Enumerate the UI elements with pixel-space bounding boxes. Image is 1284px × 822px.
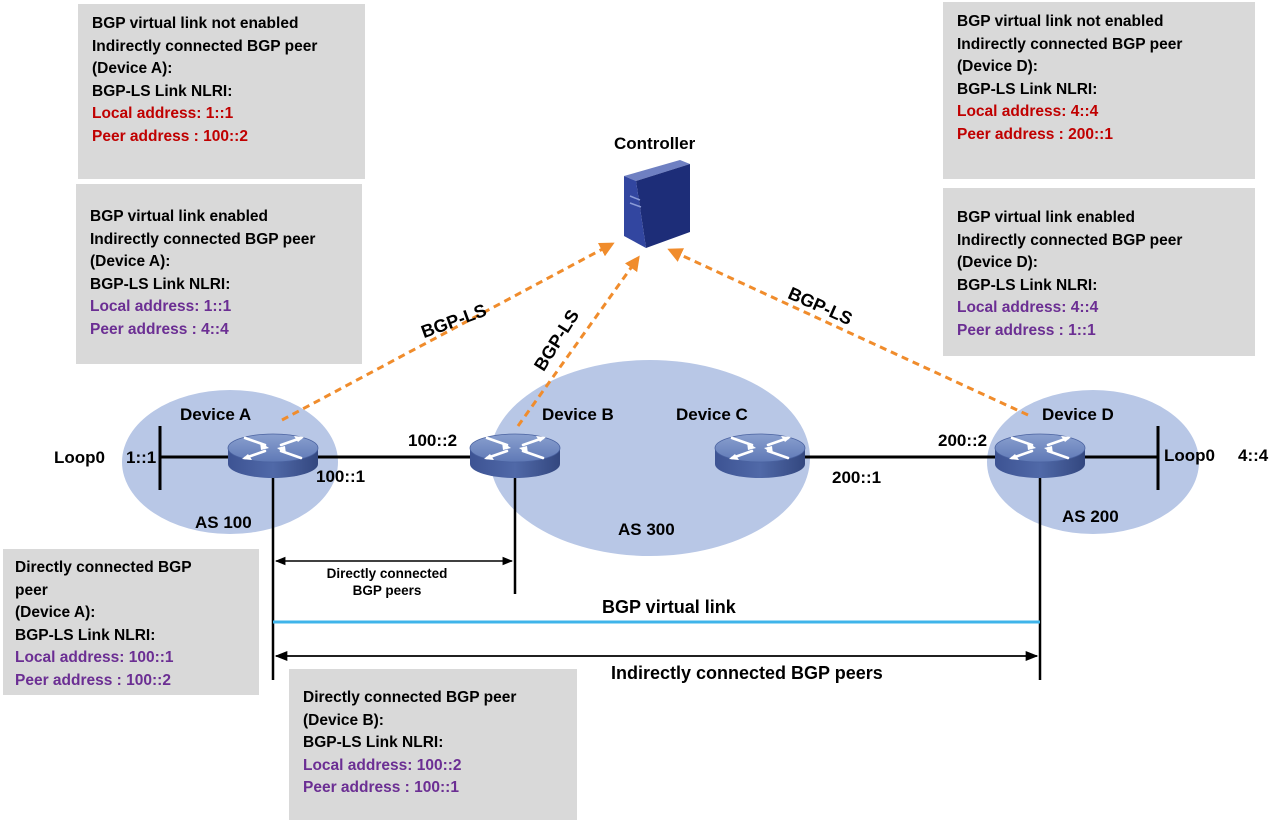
box-line: (Device A): xyxy=(90,253,171,271)
port-address-c: 200::1 xyxy=(832,468,882,487)
box-line: Directly connected BGP xyxy=(15,559,192,576)
device-b-label: Device B xyxy=(542,405,614,424)
loop0-d-address: 4::4 xyxy=(1238,446,1269,465)
info-box-device-b-direct-peer: Directly connected BGP peer (Device B): … xyxy=(289,669,577,820)
box-line: Indirectly connected BGP peer xyxy=(957,231,1183,249)
info-box-device-a-virtual-link-enabled: BGP virtual link enabled Indirectly conn… xyxy=(76,184,362,364)
router-b-icon xyxy=(468,432,562,480)
local-address: Local address: 4::4 xyxy=(957,299,1099,317)
local-address: Local address: 1::1 xyxy=(92,105,234,123)
local-address: Local address: 4::4 xyxy=(957,103,1099,121)
box-line: BGP-LS Link NLRI: xyxy=(90,275,231,293)
box-line: Indirectly connected BGP peer xyxy=(957,35,1183,53)
box-line: (Device A): xyxy=(15,604,96,622)
box-line: (Device A): xyxy=(92,60,173,78)
direct-peers-label-line2: BGP peers xyxy=(352,583,422,598)
as300-area xyxy=(490,360,810,556)
device-c-label: Device C xyxy=(676,405,748,424)
port-address-d: 200::2 xyxy=(938,431,988,450)
box-line: BGP virtual link enabled xyxy=(957,209,1136,226)
peer-address: Peer address : 100::2 xyxy=(15,671,171,689)
box-line: Indirectly connected BGP peer xyxy=(90,230,316,248)
local-address: Local address: 1::1 xyxy=(90,298,232,316)
router-c-icon xyxy=(713,432,807,480)
peer-address: Peer address : 200::1 xyxy=(957,125,1113,143)
device-a-label: Device A xyxy=(180,405,252,424)
loop0-a-address: 1::1 xyxy=(126,448,157,467)
peer-address: Peer address : 100::2 xyxy=(92,127,248,145)
peer-address: Peer address : 1::1 xyxy=(957,321,1096,339)
indirect-peers-label: Indirectly connected BGP peers xyxy=(611,663,883,683)
peer-address: Peer address : 4::4 xyxy=(90,320,229,338)
box-line: BGP virtual link not enabled xyxy=(957,13,1164,30)
box-line: BGP-LS Link NLRI: xyxy=(957,80,1098,98)
bgp-ls-arrow-d xyxy=(667,248,1029,417)
box-line: (Device B): xyxy=(303,711,384,729)
box-line: Directly connected BGP peer xyxy=(303,689,517,706)
loop0-a-label: Loop0 xyxy=(54,448,105,467)
as100-label: AS 100 xyxy=(195,513,252,532)
direct-peers-label-line1: Directly connected xyxy=(326,566,448,581)
box-line: Indirectly connected BGP peer xyxy=(92,37,318,55)
local-address: Local address: 100::1 xyxy=(15,649,174,667)
router-d-icon xyxy=(993,432,1087,480)
controller-server-icon xyxy=(624,160,690,248)
box-line: BGP-LS Link NLRI: xyxy=(15,626,156,644)
router-a-icon xyxy=(226,432,320,480)
port-address-a: 100::1 xyxy=(316,467,366,486)
box-line: (Device D): xyxy=(957,254,1038,272)
as300-label: AS 300 xyxy=(618,520,675,539)
info-box-device-d-virtual-link-disabled: BGP virtual link not enabled Indirectly … xyxy=(943,2,1255,179)
bgp-ls-arrow-a xyxy=(281,242,615,422)
info-box-device-a-virtual-link-disabled: BGP virtual link not enabled Indirectly … xyxy=(78,4,365,179)
box-line: (Device D): xyxy=(957,58,1038,76)
controller-label: Controller xyxy=(614,134,696,153)
info-box-device-d-virtual-link-enabled: BGP virtual link enabled Indirectly conn… xyxy=(943,188,1255,356)
peer-address: Peer address : 100::1 xyxy=(303,779,459,797)
box-line: BGP-LS Link NLRI: xyxy=(92,82,233,100)
device-d-label: Device D xyxy=(1042,405,1114,424)
port-address-b: 100::2 xyxy=(408,431,458,450)
box-line: BGP-LS Link NLRI: xyxy=(957,276,1098,294)
virtual-link-label: BGP virtual link xyxy=(602,597,736,617)
loop0-d-label: Loop0 xyxy=(1164,446,1215,465)
box-line: BGP virtual link not enabled xyxy=(92,15,299,32)
local-address: Local address: 100::2 xyxy=(303,756,462,774)
as200-label: AS 200 xyxy=(1062,507,1119,526)
box-line: peer xyxy=(15,581,48,599)
bgp-ls-arrow-b xyxy=(516,255,640,427)
box-line: BGP-LS Link NLRI: xyxy=(303,734,444,752)
box-line: BGP virtual link enabled xyxy=(90,208,269,225)
direct-peers-label: Directly connected BGP peers xyxy=(308,565,466,599)
info-box-device-a-direct-peer: Directly connected BGP peer (Device A): … xyxy=(3,549,259,695)
